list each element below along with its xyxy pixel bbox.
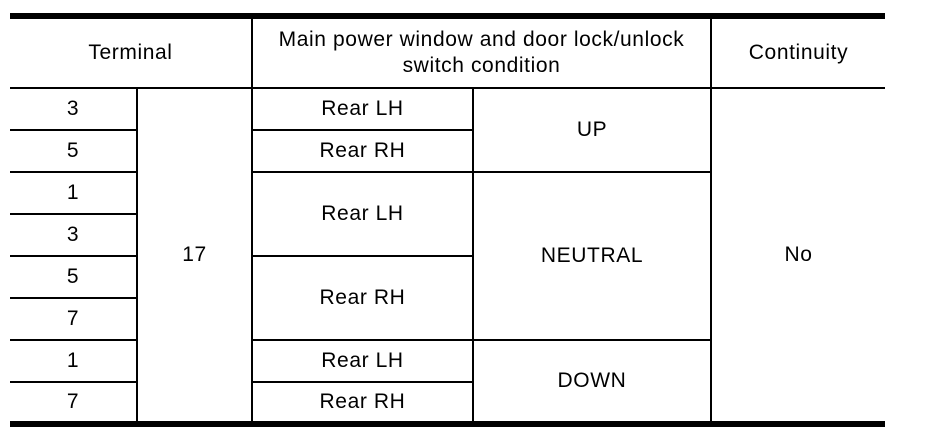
table-row: 5 Rear RH — [10, 255, 885, 341]
table-row: 3 — [10, 213, 885, 257]
continuity-header-label: Continuity — [748, 40, 849, 64]
terminal-cell: 5 — [10, 129, 138, 173]
terminal-cell: 3 — [10, 213, 138, 257]
table-row: 7 Rear RH — [10, 381, 885, 425]
continuity-column-header: Continuity — [710, 15, 885, 89]
switch-target-cell: Rear RH — [251, 129, 474, 173]
terminal-cell: 7 — [10, 297, 138, 341]
switch-target-cell: Rear LH — [251, 87, 474, 131]
switch-condition-column-header: Main power window and door lock/unlock s… — [251, 15, 712, 89]
table-row: 1 Rear LH NEUTRAL — [10, 171, 885, 341]
header-row: Terminal Main power window and door lock… — [10, 15, 885, 89]
table-row: 3 17 Rear LH UP No — [10, 87, 885, 425]
switch-target-cell: Rear LH — [251, 339, 474, 383]
switch-target-cell: Rear RH — [251, 255, 474, 341]
switch-position-neutral-cell: NEUTRAL — [472, 171, 712, 341]
terminal-cell: 7 — [10, 381, 138, 425]
terminal-cell: 1 — [10, 339, 138, 383]
terminal-header-label: Terminal — [88, 40, 173, 64]
switch-position-down-cell: DOWN — [472, 339, 712, 425]
terminal-column-header: Terminal — [10, 15, 253, 89]
table-row: 7 — [10, 297, 885, 341]
terminal-cell: 1 — [10, 171, 138, 215]
table-row: 1 Rear LH DOWN — [10, 339, 885, 425]
terminal-cell: 3 — [10, 87, 138, 131]
switch-target-cell: Rear LH — [251, 171, 474, 257]
terminal-shared-cell: 17 — [136, 87, 253, 425]
terminal-cell: 5 — [10, 255, 138, 299]
switch-target-cell: Rear RH — [251, 381, 474, 425]
switch-condition-header-label: Main power window and door lock/unlock s… — [278, 27, 685, 77]
table-row: 5 Rear RH — [10, 129, 885, 173]
continuity-value-cell: No — [710, 87, 885, 425]
terminal-continuity-table: Terminal Main power window and door lock… — [10, 13, 885, 427]
switch-position-up-cell: UP — [472, 87, 712, 173]
